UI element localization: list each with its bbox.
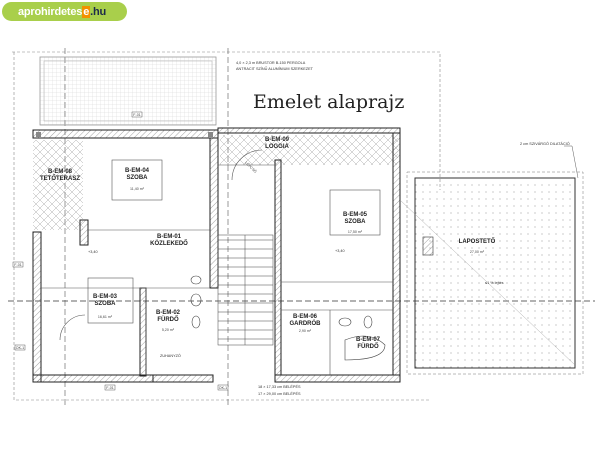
svg-text:11,40 m²: 11,40 m² [130, 187, 145, 191]
tag: OK-1 [16, 346, 24, 350]
svg-text:SZOBA: SZOBA [127, 175, 149, 181]
svg-text:27,00 m²: 27,00 m² [470, 250, 485, 254]
svg-text:B-EM-02: B-EM-02 [156, 310, 181, 316]
svg-text:TETŐTERASZ: TETŐTERASZ [40, 175, 80, 182]
svg-text:SZOBA: SZOBA [345, 219, 367, 225]
svg-text:17,50 m²: 17,50 m² [348, 230, 363, 234]
svg-text:5,20 m²: 5,20 m² [162, 328, 175, 332]
site-boundary [12, 51, 441, 401]
room-flat-roof: LAPOSTETŐ 27,00 m² [459, 238, 496, 254]
svg-text:GARDRÓB: GARDRÓB [290, 319, 322, 327]
logo-text-2: e [82, 5, 91, 18]
svg-text:SZOBA: SZOBA [95, 301, 117, 307]
bathroom-fixtures [190, 275, 386, 361]
pergola [39, 56, 217, 126]
svg-text:16,61 m²: 16,61 m² [98, 315, 113, 319]
staircase [217, 234, 274, 346]
svg-text:B-EM-01: B-EM-01 [157, 234, 182, 240]
pergola-note-1: 4,0 × 2,3 m BRUSTOR B-150 PERGOLA [236, 61, 306, 65]
level-mark: +3,40 [335, 249, 345, 253]
svg-text:FÜRDŐ: FÜRDŐ [157, 316, 179, 323]
svg-text:B-EM-06: B-EM-06 [293, 314, 318, 320]
loggia-area [220, 135, 398, 165]
plan-title: Emelet alaprajz [253, 91, 404, 113]
svg-text:B-EM-04: B-EM-04 [125, 168, 150, 174]
flat-roof [414, 177, 576, 369]
walls [32, 127, 401, 383]
logo-text-1: aprohirdetes [18, 5, 83, 18]
svg-text:KÖZLEKEDŐ: KÖZLEKEDŐ [150, 240, 188, 247]
stairs-note-1: 18 × 17,33 cm BELÉPÉS [258, 384, 301, 389]
shower-label: ZUHANYZÓ [160, 353, 181, 358]
tag: OK-1 [219, 386, 227, 390]
logo-text-3: .hu [90, 5, 107, 18]
svg-text:LOGGIA: LOGGIA [265, 144, 289, 150]
stairs-note-2: 17 × 29,00 cm BELÉPÉS [258, 391, 301, 396]
svg-text:B-EM-03: B-EM-03 [93, 294, 118, 300]
svg-text:B-EM-09: B-EM-09 [265, 137, 290, 143]
svg-text:2,90 m²: 2,90 m² [299, 329, 312, 333]
svg-text:B-EM-05: B-EM-05 [343, 212, 368, 218]
tag: F-01 [106, 386, 113, 390]
svg-text:LAPOSTETŐ: LAPOSTETŐ [459, 238, 496, 245]
dilatation-note: 2 cm SZIVÁRGÓ DILATÁCIÓ [520, 141, 570, 146]
roof-slope: ≤1 % lejtés [485, 281, 504, 285]
svg-text:B-EM-08: B-EM-08 [48, 169, 73, 175]
pergola-note-2: ANTRACIT SZÍNŰ ALUMÍNIUM SZERKEZET [236, 66, 314, 71]
tag: F-01 [133, 113, 140, 117]
svg-text:B-EM-07: B-EM-07 [356, 337, 381, 343]
tag: F-01 [14, 263, 21, 267]
level-mark: +3,40 [88, 250, 98, 254]
svg-text:FÜRDŐ: FÜRDŐ [357, 343, 379, 350]
terrace-area [33, 140, 83, 230]
